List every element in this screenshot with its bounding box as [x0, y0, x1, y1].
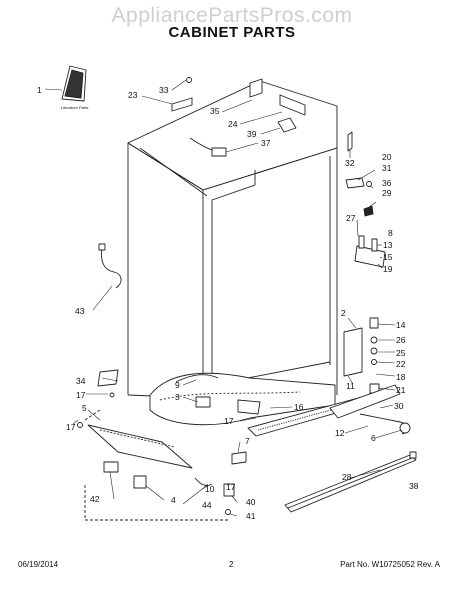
right-hinge-parts [345, 131, 386, 268]
callout-43: 43 [75, 306, 85, 316]
callout-7: 7 [245, 436, 250, 446]
callout-14: 14 [396, 320, 406, 330]
rollers [194, 451, 247, 515]
callout-42: 42 [90, 494, 100, 504]
callout-13: 13 [383, 240, 393, 250]
callout-21: 21 [396, 385, 406, 395]
leveler-bracket [77, 422, 193, 489]
callout-9: 9 [175, 380, 180, 390]
callout-32: 32 [345, 158, 355, 168]
callout-23: 23 [128, 90, 138, 100]
callout-17-side: 17 [66, 422, 76, 432]
top-hinge-hardware [171, 77, 306, 157]
callout-37: 37 [261, 138, 271, 148]
callout-15: 15 [383, 252, 393, 262]
callout-20: 20 [382, 152, 392, 162]
callout-17-left: 17 [76, 390, 86, 400]
callout-5: 5 [82, 403, 87, 413]
water-line-tube [98, 243, 122, 289]
callout-30: 30 [394, 401, 404, 411]
callout-11: 11 [346, 381, 355, 391]
callout-10: 10 [205, 484, 215, 494]
callout-16: 16 [294, 402, 304, 412]
callout-3: 3 [175, 392, 180, 402]
callout-8: 8 [388, 228, 393, 238]
callout-41: 41 [246, 511, 256, 521]
callout-34: 34 [76, 376, 86, 386]
callout-35: 35 [210, 106, 220, 116]
callout-29: 29 [382, 188, 392, 198]
literature-booklet: Literature Parts [61, 65, 88, 110]
page-title: CABINET PARTS [168, 24, 296, 41]
kick-plate [284, 451, 417, 513]
callout-26: 26 [396, 335, 406, 345]
watermark: AppliancePartsPros.com [111, 4, 353, 27]
callout-18: 18 [396, 372, 406, 382]
footer-page-number: 2 [229, 560, 234, 569]
callout-40: 40 [246, 497, 256, 507]
callout-17-bottom: 17 [226, 482, 236, 492]
callout-19: 19 [383, 264, 393, 274]
callout-22: 22 [396, 359, 406, 369]
base-grille [247, 384, 411, 437]
callout-25: 25 [396, 348, 406, 358]
callout-39: 39 [247, 129, 257, 139]
callout-12: 12 [335, 428, 345, 438]
callout-24: 24 [228, 119, 238, 129]
drain-parts [175, 374, 261, 415]
left-bracket [97, 369, 119, 398]
callout-6: 6 [371, 433, 376, 443]
callout-17: 17 [224, 416, 234, 426]
callout-27: 27 [346, 213, 356, 223]
callout-38: 38 [409, 481, 419, 491]
leader-lines [44, 79, 403, 517]
footer-date: 06/19/2014 [18, 560, 59, 569]
callout-36: 36 [382, 178, 392, 188]
callout-4: 4 [171, 495, 176, 505]
callout-2: 2 [341, 308, 346, 318]
lower-hinge-assembly [343, 317, 380, 394]
callout-labels: 1 33 23 35 24 39 37 32 20 31 36 29 27 8 … [37, 85, 419, 521]
leveler-group-box [84, 409, 230, 521]
footer-part-number: Part No. W10725052 Rev. A [340, 560, 440, 569]
literature-label: Literature Parts [61, 105, 88, 110]
callout-28: 28 [342, 472, 352, 482]
cabinet-shell [127, 80, 338, 426]
callout-31: 31 [382, 163, 392, 173]
callout-44: 44 [202, 500, 212, 510]
callout-1: 1 [37, 85, 42, 95]
callout-33: 33 [159, 85, 169, 95]
